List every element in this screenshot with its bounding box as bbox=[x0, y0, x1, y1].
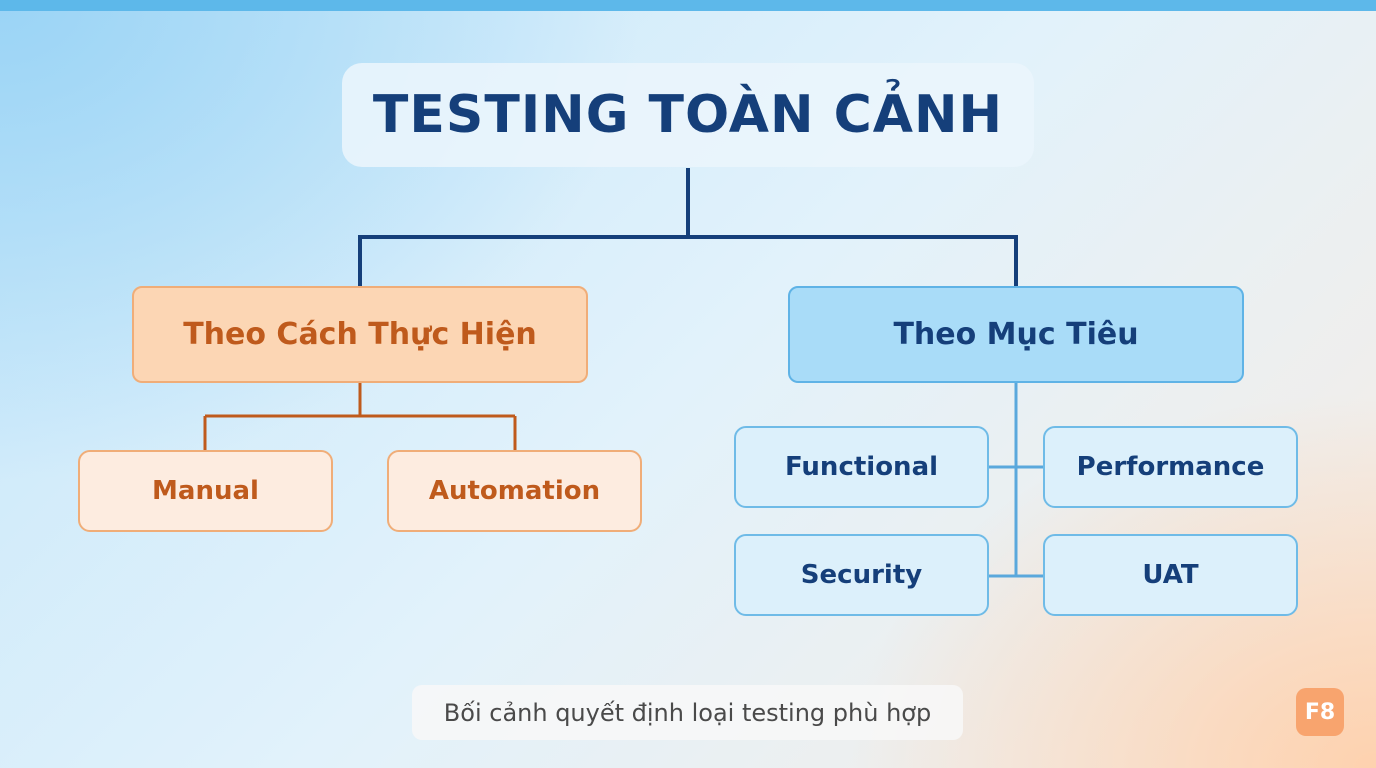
title-connectors bbox=[358, 168, 1018, 287]
category-execution: Theo Cách Thực Hiện bbox=[132, 286, 588, 383]
category-objective: Theo Mục Tiêu bbox=[788, 286, 1244, 383]
node-performance: Performance bbox=[1043, 426, 1298, 508]
node-security: Security bbox=[734, 534, 989, 616]
node-functional: Functional bbox=[734, 426, 989, 508]
node-manual: Manual bbox=[78, 450, 333, 532]
objective-connectors bbox=[988, 383, 1044, 578]
f8-logo-badge: F8 bbox=[1296, 688, 1344, 736]
node-automation: Automation bbox=[387, 450, 642, 532]
execution-connectors bbox=[203, 383, 517, 451]
caption: Bối cảnh quyết định loại testing phù hợp bbox=[412, 685, 963, 740]
page-title: TESTING TOÀN CẢNH bbox=[342, 63, 1034, 167]
node-uat: UAT bbox=[1043, 534, 1298, 616]
top-accent-bar bbox=[0, 0, 1376, 11]
